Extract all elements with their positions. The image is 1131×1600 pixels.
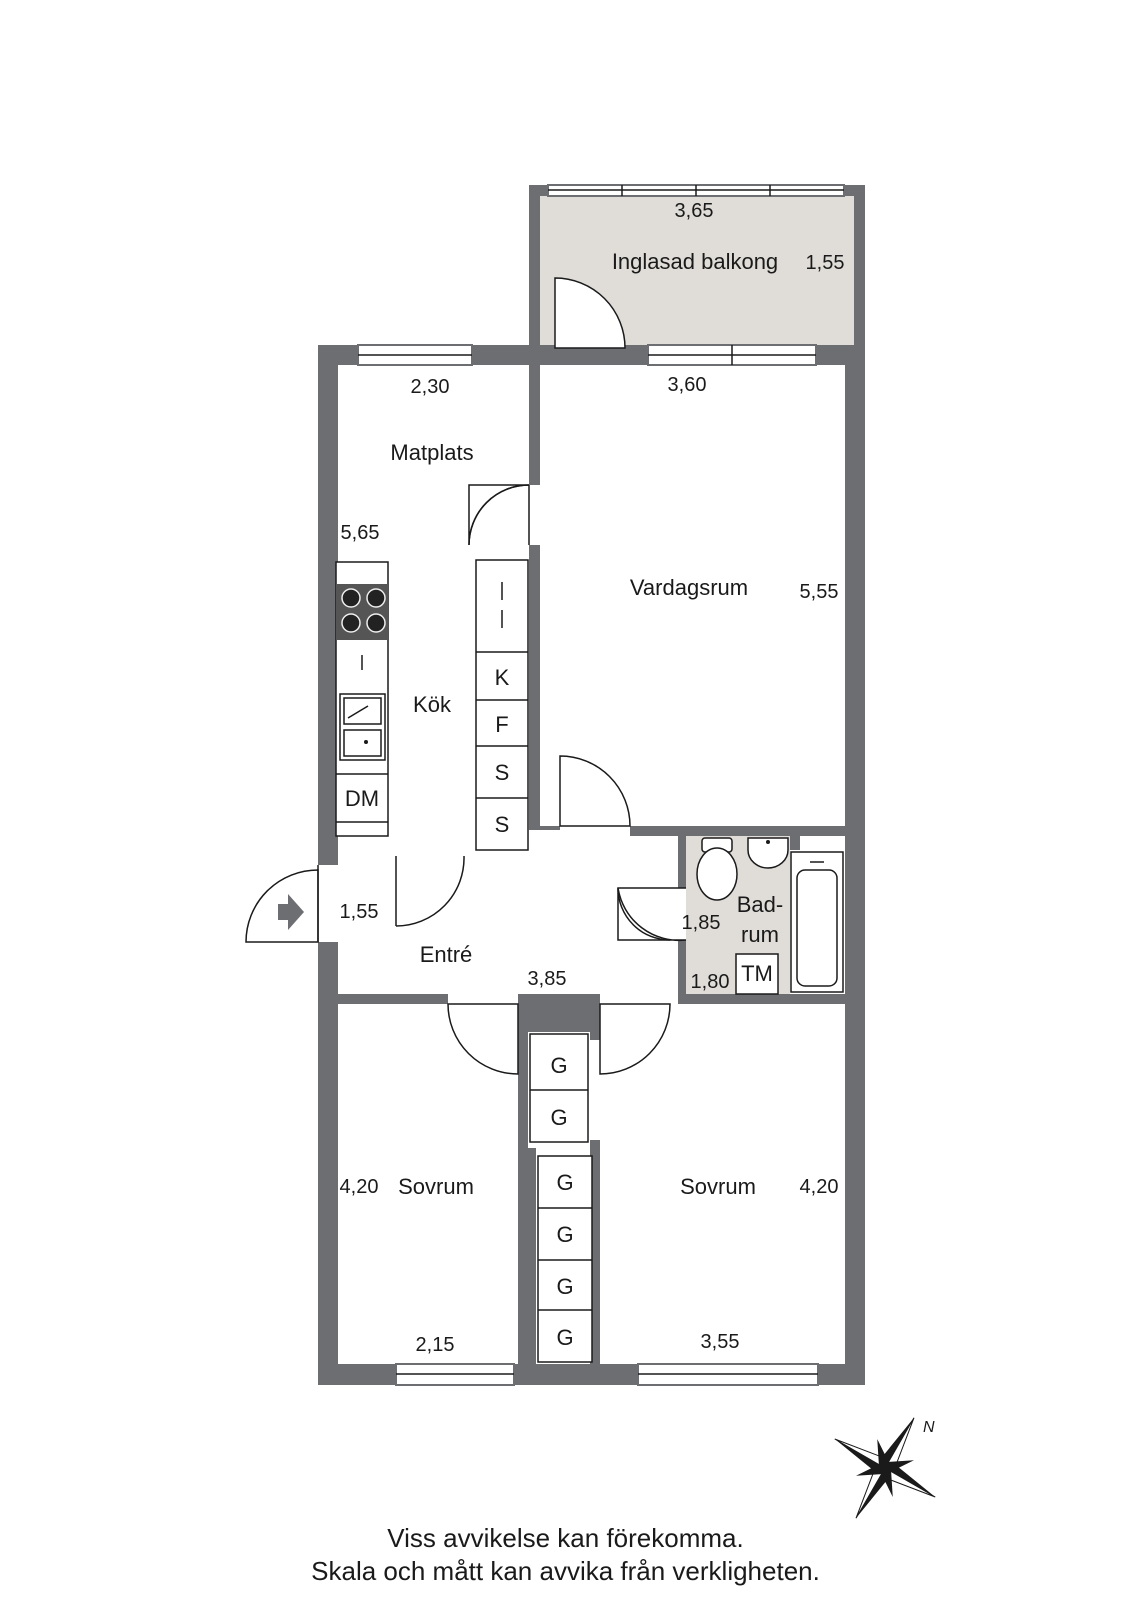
- windows: [357, 184, 845, 1386]
- kitchen-fixtures: DM K F S S: [335, 559, 529, 851]
- compass-north-label: N: [923, 1419, 935, 1436]
- wardrobe-label: G: [556, 1222, 573, 1247]
- room-labels: 3,65 Inglasad balkong 1,55 2,30 Matplats…: [340, 200, 845, 1356]
- bath-label-2: rum: [741, 922, 779, 947]
- bedroom-right-label: Sovrum: [680, 1174, 756, 1199]
- balcony-depth: 1,55: [806, 252, 845, 274]
- sink-icon: [339, 693, 386, 761]
- wardrobe-label: G: [556, 1274, 573, 1299]
- entrance-arrow-icon: [278, 894, 304, 930]
- entry-label: Entré: [420, 942, 473, 967]
- living-width: 3,60: [668, 374, 707, 396]
- balcony-label: Inglasad balkong: [612, 249, 778, 274]
- bath-dim-2: 1,80: [691, 971, 730, 993]
- bath-fixtures: TM: [696, 837, 844, 995]
- wardrobe-label: G: [550, 1053, 567, 1078]
- cabinet-label-s1: S: [495, 760, 510, 785]
- dining-width: 2,30: [411, 376, 450, 398]
- bath-label-1: Bad-: [737, 892, 783, 917]
- kitchen-label: Kök: [413, 692, 452, 717]
- bedroom-right-width: 3,55: [701, 1331, 740, 1353]
- living-label: Vardagsrum: [630, 575, 748, 600]
- dining-label: Matplats: [390, 440, 473, 465]
- wardrobe-label: G: [556, 1170, 573, 1195]
- cabinet-label-k: K: [495, 665, 510, 690]
- toilet-icon: [696, 837, 738, 901]
- bedroom-left-label: Sovrum: [398, 1174, 474, 1199]
- doors: [245, 277, 687, 1075]
- wardrobes: G G G G G G: [529, 1033, 593, 1363]
- washbasin-icon: [747, 837, 789, 869]
- kitchen-length: 5,65: [341, 522, 380, 544]
- cabinet-label-s2: S: [495, 812, 510, 837]
- washer-label: TM: [741, 961, 773, 986]
- dishwasher-label: DM: [345, 786, 379, 811]
- wardrobe-label: G: [556, 1325, 573, 1350]
- living-length: 5,55: [800, 581, 839, 603]
- entry-dim-1: 1,55: [340, 901, 379, 923]
- balcony-width: 3,65: [675, 200, 714, 222]
- bath-dim-1: 1,85: [682, 912, 721, 934]
- disclaimer-line-1: Viss avvikelse kan förekomma.: [387, 1523, 744, 1553]
- disclaimer: Viss avvikelse kan förekomma. Skala och …: [0, 1522, 1131, 1588]
- bedroom-left-width: 2,15: [416, 1334, 455, 1356]
- compass-icon: [834, 1417, 936, 1519]
- bedroom-left-length: 4,20: [340, 1176, 379, 1198]
- bedroom-right-length: 4,20: [800, 1176, 839, 1198]
- entry-dim-2: 3,85: [528, 968, 567, 990]
- cabinet-label-f: F: [495, 712, 508, 737]
- bathtub-icon: [790, 851, 844, 993]
- disclaimer-line-2: Skala och mått kan avvika från verklighe…: [311, 1556, 820, 1586]
- wardrobe-label: G: [550, 1105, 567, 1130]
